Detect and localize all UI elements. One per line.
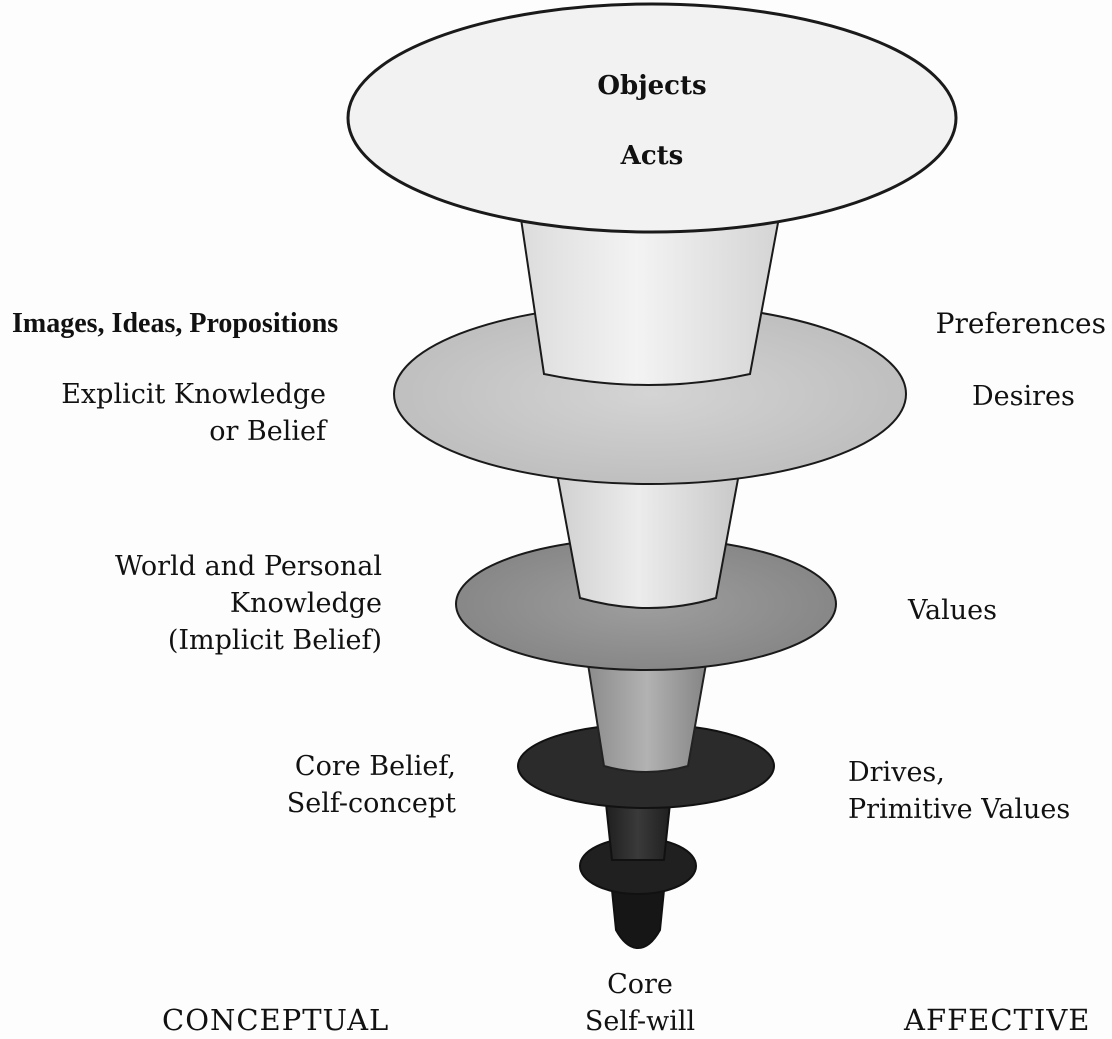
- explicit-knowledge-line1: Explicit Knowledge: [10, 376, 326, 413]
- drives-label: Drives, Primitive Values: [848, 754, 1070, 828]
- core-belief-line1: Core Belief,: [200, 748, 456, 785]
- core-line2: Self-will: [560, 1003, 720, 1039]
- world-personal-line1: World and Personal: [40, 548, 382, 585]
- world-personal-label: World and Personal Knowledge (Implicit B…: [40, 548, 382, 659]
- explicit-knowledge-label: Explicit Knowledge or Belief: [10, 376, 326, 450]
- drives-line2: Primitive Values: [848, 791, 1070, 828]
- tube-3: [588, 664, 706, 772]
- tube-2: [556, 468, 740, 608]
- affective-label: AFFECTIVE: [904, 1002, 1090, 1039]
- world-personal-line3: (Implicit Belief): [40, 622, 382, 659]
- preferences-label: Preferences: [880, 305, 1106, 342]
- drives-line1: Drives,: [848, 754, 1070, 791]
- core-line1: Core: [560, 966, 720, 1003]
- conceptual-label: CONCEPTUAL: [162, 1002, 389, 1039]
- explicit-knowledge-line2: or Belief: [10, 413, 326, 450]
- desires-label: Desires: [972, 378, 1075, 415]
- ellipse-objects-acts: [348, 4, 956, 232]
- acts-label: Acts: [552, 138, 752, 175]
- objects-label: Objects: [552, 68, 752, 105]
- core-self-will-label: Core Self-will: [560, 966, 720, 1039]
- images-ideas-label: Images, Ideas, Propositions: [12, 305, 338, 342]
- values-label: Values: [908, 592, 997, 629]
- tube-1: [520, 212, 780, 385]
- world-personal-line2: Knowledge: [40, 585, 382, 622]
- core-belief-line2: Self-concept: [200, 785, 456, 822]
- core-belief-label: Core Belief, Self-concept: [200, 748, 456, 822]
